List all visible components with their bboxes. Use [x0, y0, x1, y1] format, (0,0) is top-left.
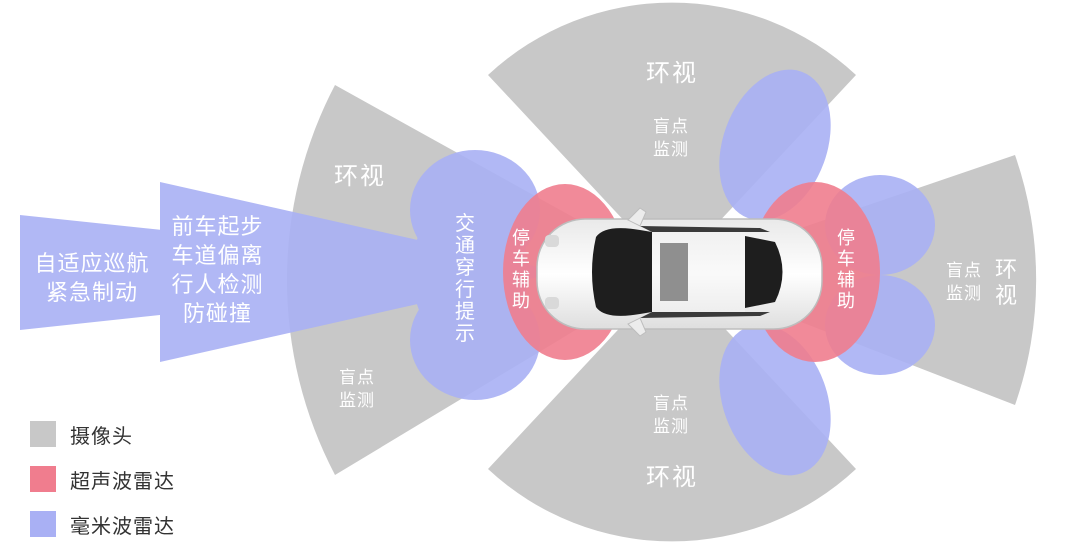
legend-label-camera: 摄像头 — [70, 423, 133, 448]
legend: 摄像头 超声波雷达 毫米波雷达 — [30, 420, 175, 555]
car-mirror-bottom — [627, 317, 647, 337]
legend-swatch-camera — [30, 421, 56, 447]
label-surround-top: 环视 — [646, 59, 698, 87]
label-blind-spot-right: 盲点 监测 — [946, 261, 982, 304]
radar-side-lobe-bottom — [719, 324, 831, 476]
radar-mid-range-cone — [160, 182, 560, 362]
label-front-features: 前车起步 车道偏离 行人检测 防碰撞 — [171, 215, 264, 327]
label-blind-spot-bottom: 盲点 监测 — [653, 394, 689, 437]
label-blind-spot-top: 盲点 监测 — [653, 117, 689, 160]
car-windshield — [592, 228, 652, 316]
label-park-assist-front: 停车辅助 — [512, 228, 530, 312]
legend-label-radar: 毫米波雷达 — [70, 513, 175, 538]
label-surround-left: 环视 — [334, 162, 386, 190]
label-surround-right: 环视 — [994, 258, 1017, 309]
car-mirror-top — [627, 207, 647, 227]
label-adaptive-cruise: 自适应巡航 紧急制动 — [34, 252, 150, 306]
legend-swatch-ultrasonic — [30, 466, 56, 492]
label-cross-traffic: 交通穿行提示 — [455, 211, 475, 345]
legend-item-radar: 毫米波雷达 — [30, 510, 175, 538]
radar-side-lobe-top — [719, 69, 831, 221]
legend-item-ultrasonic: 超声波雷达 — [30, 465, 175, 493]
label-blind-spot-left: 盲点 监测 — [339, 368, 375, 411]
camera-zone-top — [488, 2, 856, 272]
label-park-assist-rear: 停车辅助 — [837, 228, 855, 312]
legend-item-camera: 摄像头 — [30, 420, 175, 448]
car-headlight-top — [545, 235, 559, 247]
camera-zone-bottom — [488, 272, 856, 542]
car-headlight-bottom — [545, 297, 559, 309]
car-rear-window — [745, 236, 783, 308]
radar-front-lobe-center — [412, 192, 528, 352]
radar-zones — [20, 69, 935, 476]
label-surround-bottom: 环视 — [646, 463, 698, 491]
car-roof — [652, 232, 745, 312]
legend-swatch-radar — [30, 511, 56, 537]
car-side-window-top — [640, 226, 770, 232]
car-top-view — [536, 207, 823, 337]
legend-label-ultrasonic: 超声波雷达 — [70, 468, 175, 493]
car-side-window-bottom — [640, 312, 770, 318]
